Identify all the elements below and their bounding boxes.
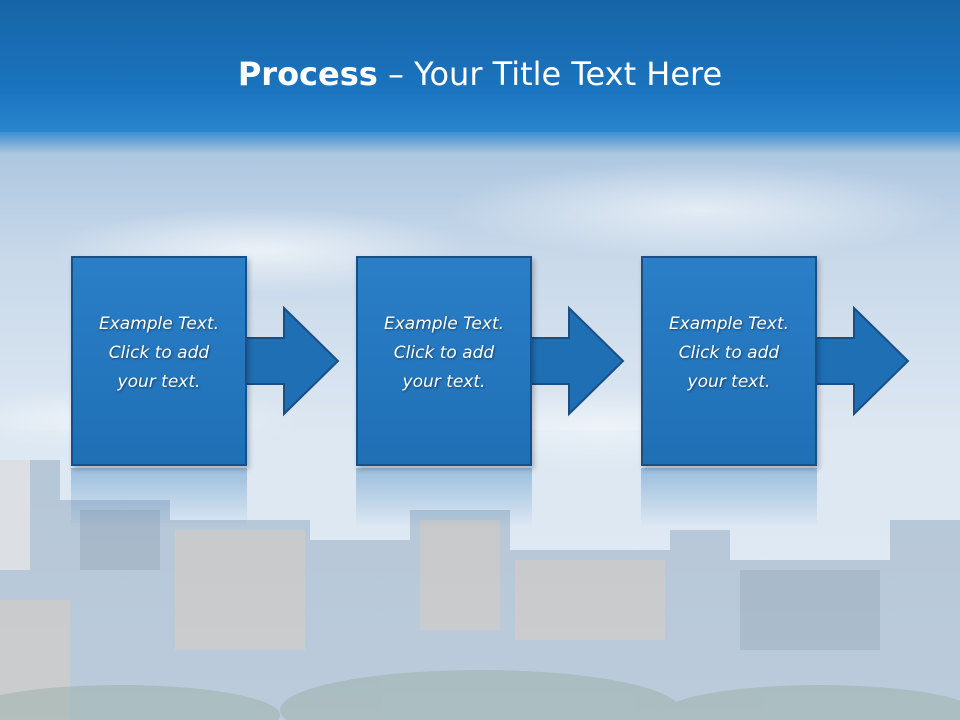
slide-title[interactable]: Process – Your Title Text Here [0,52,960,96]
arrow-right-icon [525,305,625,417]
step-reflection [71,468,247,528]
title-bold: Process [237,55,378,93]
title-rest: – Your Title Text Here [377,55,723,93]
step-reflection [356,468,532,528]
step-box [71,256,247,466]
step-box [641,256,817,466]
city-skyline-image [0,460,960,720]
city-fade-overlay [0,430,960,720]
step-box [356,256,532,466]
step-text[interactable]: Example Text. Click to add your text. [668,314,790,392]
arrow-right-icon [240,305,340,417]
step-reflection [641,468,817,528]
step-text[interactable]: Example Text. Click to add your text. [98,314,220,392]
arrow-right-icon [810,305,910,417]
process-step-1[interactable]: Example Text. Click to add your text. [71,256,341,468]
step-text[interactable]: Example Text. Click to add your text. [383,314,505,392]
process-step-2[interactable]: Example Text. Click to add your text. [356,256,626,468]
title-bar [0,0,960,154]
process-step-3[interactable]: Example Text. Click to add your text. [641,256,911,468]
